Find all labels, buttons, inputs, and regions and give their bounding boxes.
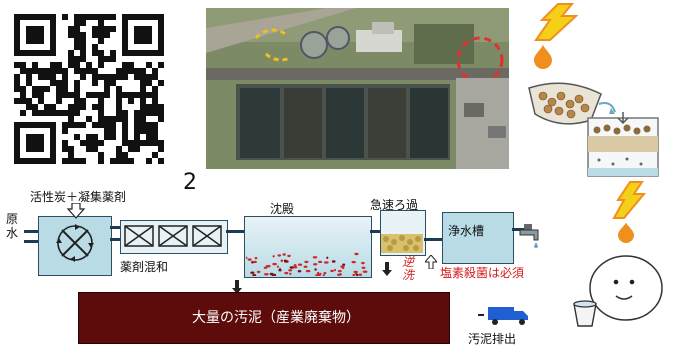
clear-water-tank-label: 浄水槽	[448, 224, 485, 238]
pouring-bowl-icon	[528, 82, 616, 125]
faucet-icon	[519, 224, 539, 248]
sludge-discharge-label: 汚泥排出	[468, 332, 517, 346]
face-icon	[573, 255, 663, 327]
arrow-down	[232, 280, 242, 294]
sludge-label: 大量の汚泥（産業廃棄物）	[192, 307, 360, 327]
sediment	[246, 252, 368, 276]
qr-code	[14, 14, 166, 170]
arrow-up	[425, 255, 437, 269]
sedimentation-label: 沈殿	[270, 202, 295, 216]
drop-icon	[618, 222, 634, 243]
backwash-label: 逆洗	[402, 255, 415, 282]
mixer-icon	[124, 225, 222, 247]
pipe	[424, 238, 444, 241]
truck-icon	[478, 307, 528, 325]
inlet-pipe-bottom	[24, 240, 40, 243]
pipe	[226, 230, 246, 233]
pipe	[370, 230, 382, 233]
raw-water-label: 原水	[6, 212, 19, 240]
chlorination-label: 塩素殺菌は必須	[440, 266, 525, 280]
clear-water-tank	[442, 212, 514, 264]
figure-number: 2	[183, 170, 197, 195]
filter-layers-icon	[587, 112, 659, 177]
drop-icon	[534, 44, 552, 69]
lightning-icon	[612, 181, 646, 219]
dosing-arrow	[66, 203, 86, 219]
chemical-mixing-label: 薬剤混和	[120, 260, 169, 274]
arrow-down	[382, 262, 392, 276]
filter-media	[381, 234, 423, 253]
mixer-icon	[56, 224, 94, 262]
activated-carbon-label: 活性炭＋凝集薬剤	[30, 190, 127, 204]
cup-icon	[573, 300, 597, 327]
lightning-icon	[534, 3, 579, 41]
pipe	[512, 228, 526, 231]
aerial-photo	[206, 8, 509, 169]
pipe	[110, 226, 122, 229]
inlet-pipe-top	[24, 230, 40, 233]
pipe	[110, 238, 122, 241]
rapid-filtration-label: 急速ろ過	[370, 198, 419, 212]
